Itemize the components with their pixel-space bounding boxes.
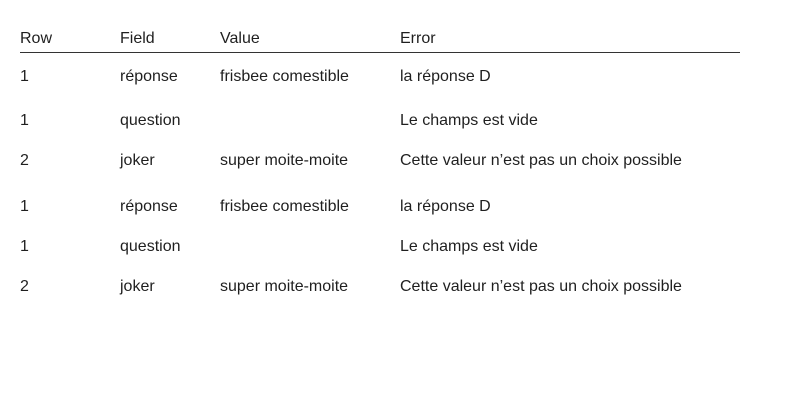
error-message: Le champs est vide: [400, 238, 538, 255]
field-name: réponse: [120, 198, 178, 215]
table-header: Row Field Value Error: [20, 26, 740, 53]
field-value: super moite-moite: [220, 278, 349, 295]
table-row: 2 joker super moite-moite Cette valeur n…: [20, 267, 740, 307]
row-number: 1: [20, 238, 29, 255]
row-number: 2: [20, 152, 29, 169]
error-message: Cette valeur n’est pas un choix possible: [400, 152, 682, 169]
field-value: frisbee comestible: [220, 198, 349, 215]
row-number: 1: [20, 198, 29, 215]
column-header-field: Field: [120, 30, 155, 47]
field-value: super moite-moite: [220, 152, 349, 169]
row-number: 2: [20, 278, 29, 295]
error-message: la réponse D: [400, 68, 491, 85]
table-row: 1 question Le champs est vide: [20, 227, 740, 267]
error-message: Le champs est vide: [400, 112, 538, 129]
field-name: question: [120, 112, 181, 129]
field-value: frisbee comestible: [220, 68, 349, 85]
errors-table: Row Field Value Error 1 réponse frisbee …: [20, 26, 740, 307]
field-name: réponse: [120, 68, 178, 85]
column-header-row: Row: [20, 30, 53, 47]
row-number: 1: [20, 68, 29, 85]
field-name: joker: [120, 152, 155, 169]
column-header-error: Error: [400, 30, 436, 47]
table-row: 1 réponse frisbee comestible la réponse …: [20, 53, 740, 101]
error-message: la réponse D: [400, 198, 491, 215]
row-number: 1: [20, 112, 29, 129]
table-row: 2 joker super moite-moite Cette valeur n…: [20, 141, 740, 181]
error-message: Cette valeur n’est pas un choix possible: [400, 278, 682, 295]
column-header-value: Value: [220, 30, 260, 47]
table-row: 1 question Le champs est vide: [20, 101, 740, 141]
field-name: joker: [120, 278, 155, 295]
field-name: question: [120, 238, 181, 255]
table-row: 1 réponse frisbee comestible la réponse …: [20, 187, 740, 227]
